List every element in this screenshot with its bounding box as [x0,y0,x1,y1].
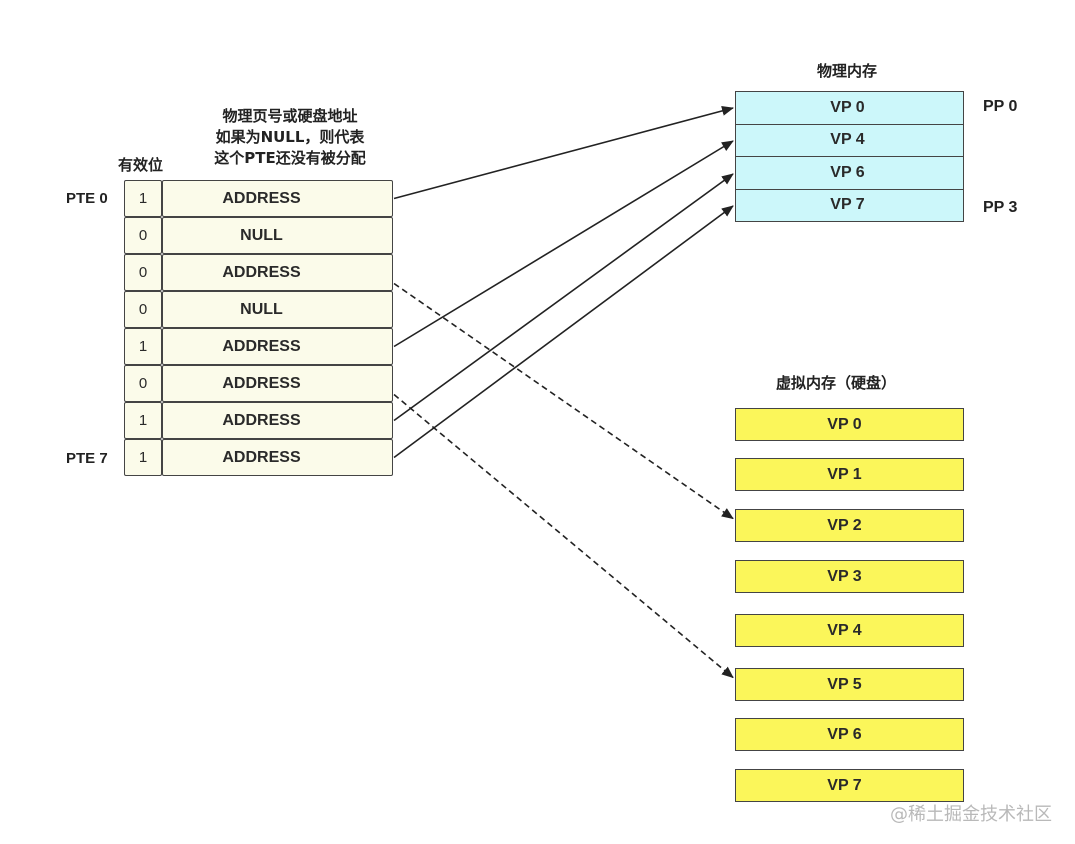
virtual-page-cell: VP 6 [735,718,964,751]
pp-label-first: PP 0 [983,98,1018,115]
pte-entry-cell: NULL [162,291,393,328]
pte-entry-cell: ADDRESS [162,402,393,439]
pte-entry-cell: ADDRESS [162,439,393,476]
resident-mapping-arrow [393,205,734,459]
valid-bit-cell: 0 [124,217,162,254]
valid-bit-header: 有效位 [118,156,164,174]
pte-last-label: PTE 7 [66,450,108,467]
virtual-page-cell: VP 1 [735,458,964,491]
physical-page-cell: VP 7 [735,188,964,222]
pte-entry-cell: ADDRESS [162,328,393,365]
physical-memory-title: 物理内存 [817,62,878,80]
pte-first-label: PTE 0 [66,190,108,207]
virtual-page-cell: VP 4 [735,614,964,647]
virtual-page-cell: VP 3 [735,560,964,593]
resident-mapping-arrow [393,173,734,422]
valid-bit-cell: 1 [124,402,162,439]
valid-bit-cell: 1 [124,328,162,365]
pte-entry-cell: NULL [162,217,393,254]
resident-mapping-arrow [393,140,734,348]
physical-page-cell: VP 6 [735,156,964,190]
virtual-page-cell: VP 7 [735,769,964,802]
pp-label-last: PP 3 [983,199,1018,216]
resident-mapping-arrow [393,106,734,200]
virtual-page-cell: VP 5 [735,668,964,701]
valid-bit-cell: 1 [124,180,162,217]
description-line: 这个PTE还没有被分配 [214,149,366,167]
virtual-page-cell: VP 2 [735,509,964,542]
valid-bit-cell: 1 [124,439,162,476]
description-line: 如果为NULL，则代表 [215,128,365,146]
description-line: 物理页号或硬盘地址 [222,107,358,125]
virtual-page-cell: VP 0 [735,408,964,441]
entry-description: 物理页号或硬盘地址 如果为NULL，则代表 这个PTE还没有被分配 [180,106,400,169]
disk-mapping-arrow [393,282,734,520]
pte-entry-cell: ADDRESS [162,180,393,217]
valid-bit-cell: 0 [124,291,162,328]
disk-mapping-arrow [393,393,734,679]
physical-page-cell: VP 0 [735,91,964,125]
virtual-memory-title: 虚拟内存（硬盘） [776,374,897,392]
physical-page-cell: VP 4 [735,123,964,157]
valid-bit-cell: 0 [124,254,162,291]
pte-entry-cell: ADDRESS [162,365,393,402]
watermark: @稀土掘金技术社区 [890,804,1052,825]
valid-bit-cell: 0 [124,365,162,402]
pte-entry-cell: ADDRESS [162,254,393,291]
